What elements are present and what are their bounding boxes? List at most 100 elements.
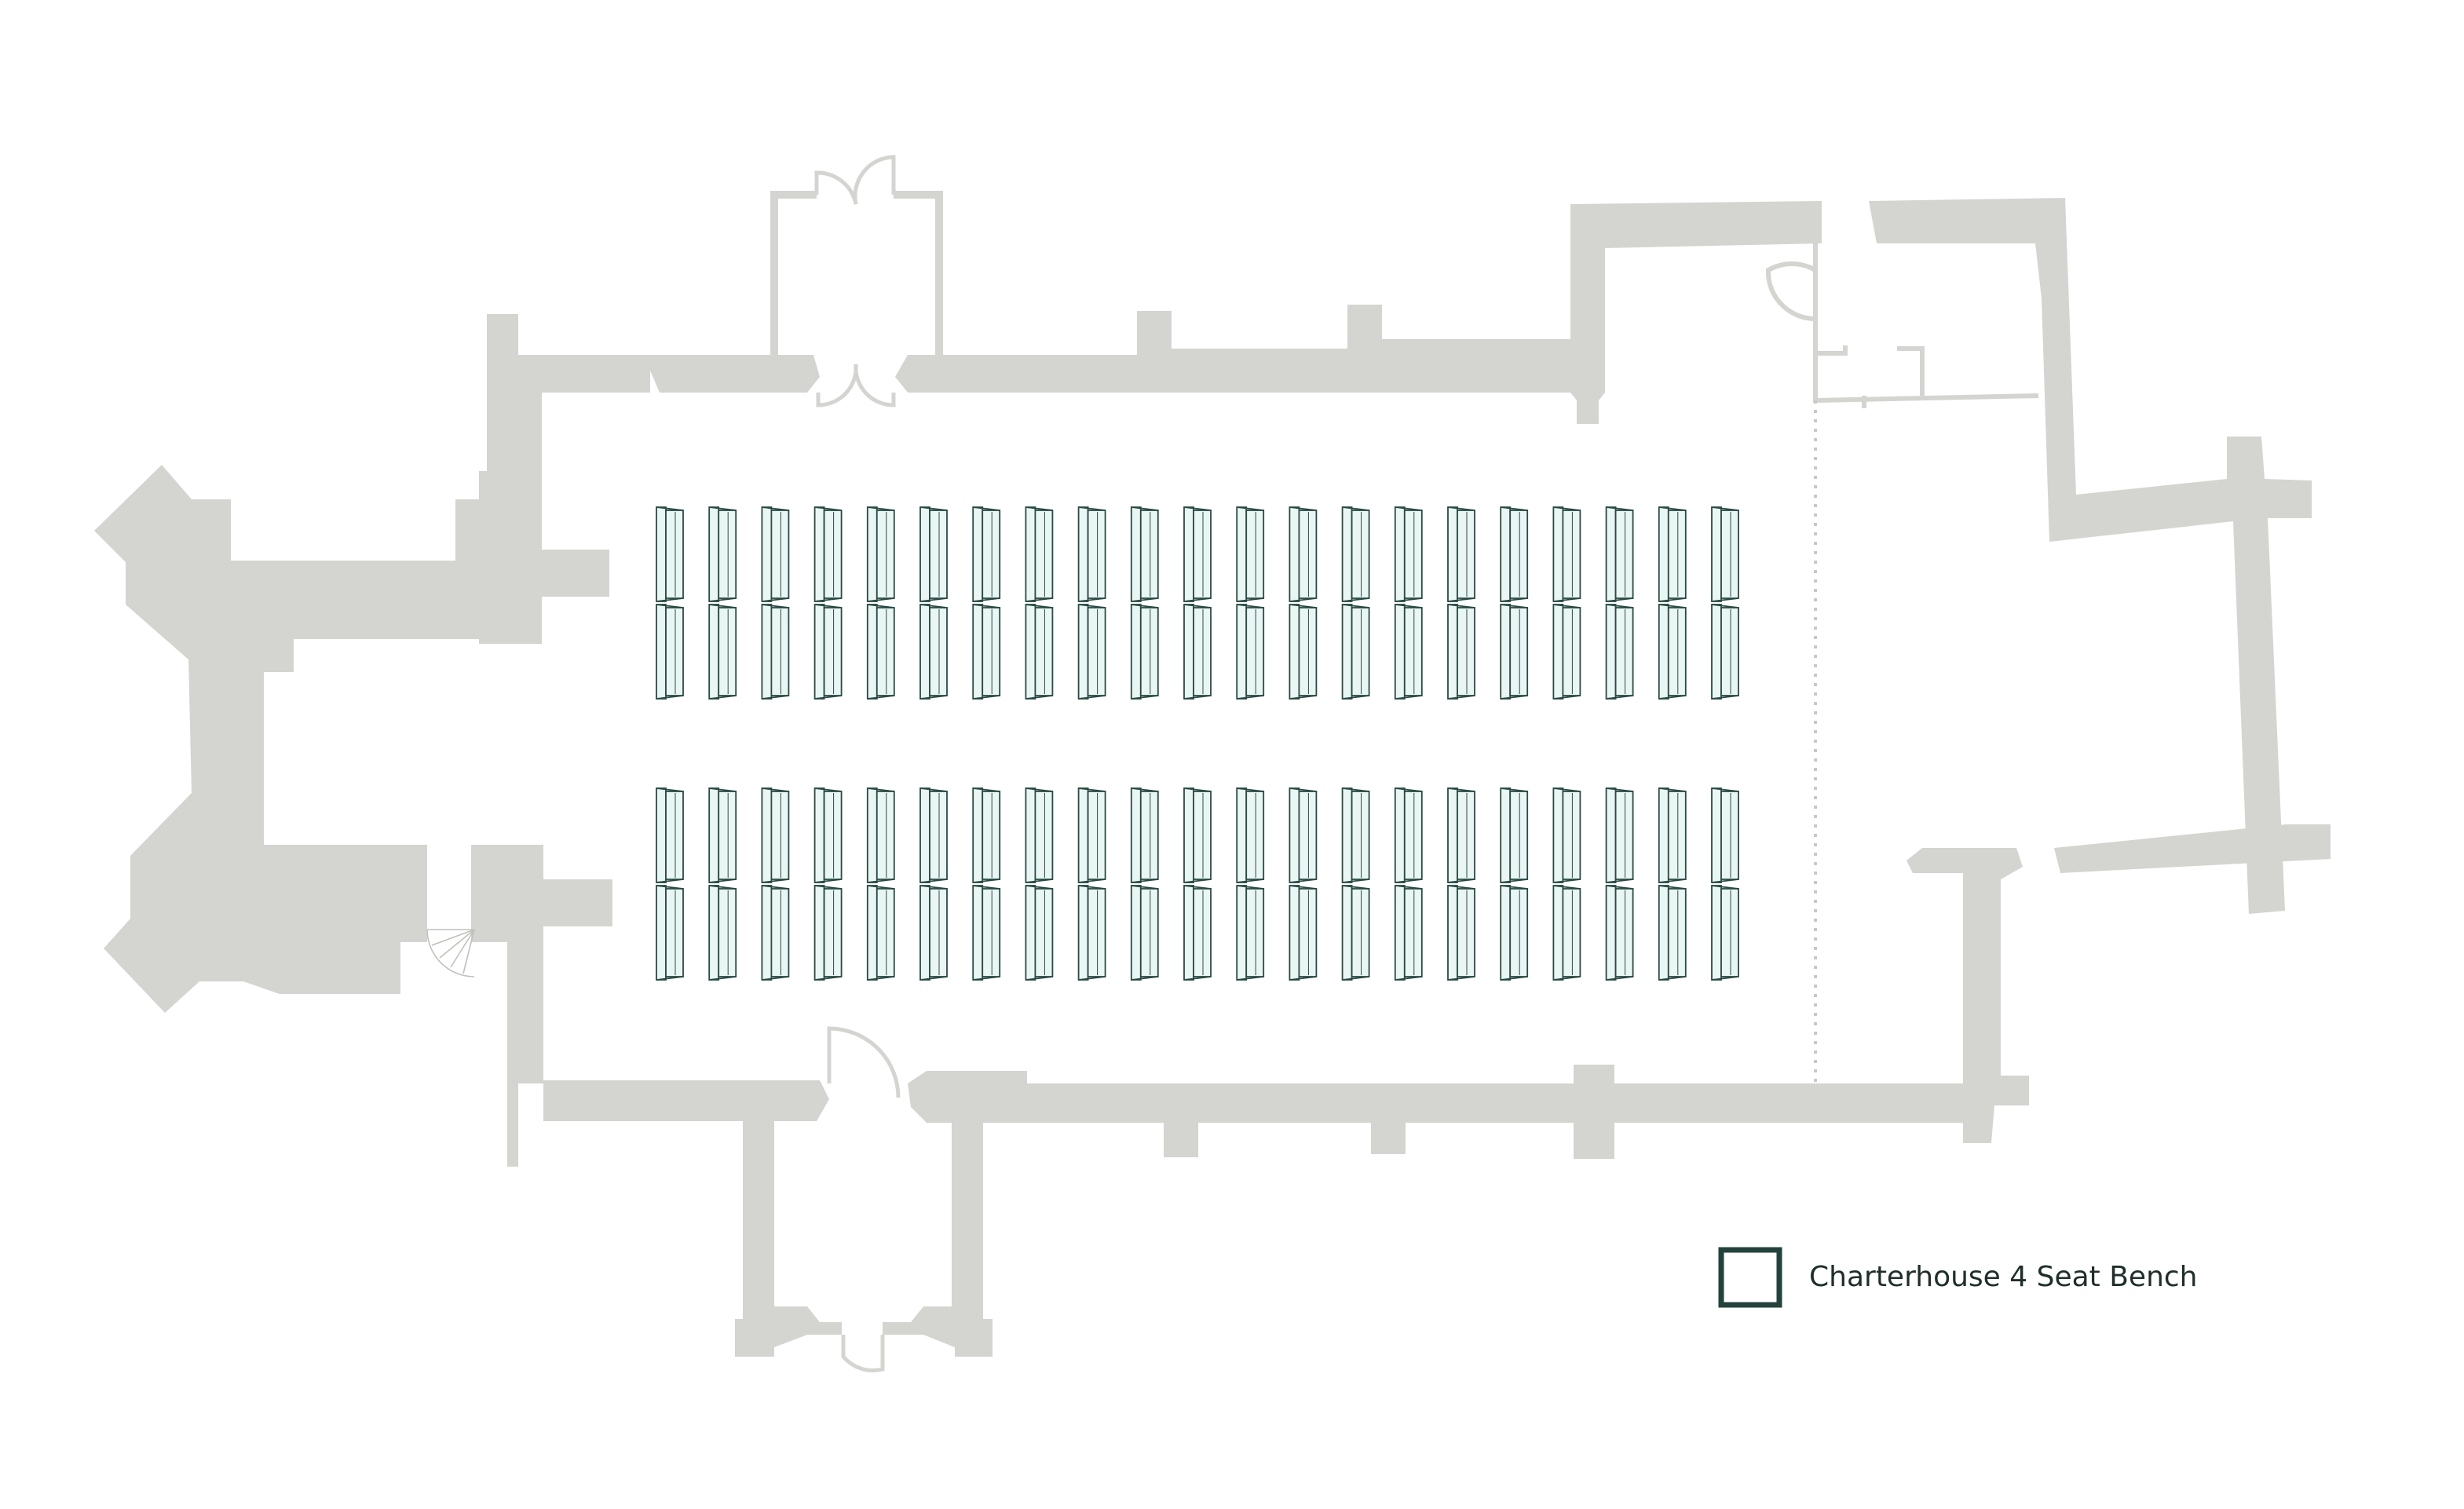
legend-label: Charterhouse 4 Seat Bench: [1809, 1261, 2198, 1293]
bench: [1605, 787, 1634, 883]
bench: [1447, 604, 1475, 700]
bench: [1711, 506, 1739, 602]
bench: [1711, 787, 1739, 883]
bench: [1394, 885, 1423, 981]
bench: [1025, 787, 1054, 883]
bench: [919, 787, 948, 883]
bench: [1605, 506, 1634, 602]
bench: [1500, 506, 1529, 602]
bench: [1605, 885, 1634, 981]
west-tower: [94, 465, 487, 1013]
chancel-north-wall: [1570, 201, 1822, 424]
bench: [972, 787, 1001, 883]
bench: [813, 506, 843, 602]
bench: [972, 604, 1001, 700]
bench: [1183, 506, 1212, 602]
bench: [1552, 787, 1581, 883]
bench: [1236, 604, 1265, 700]
bench: [866, 506, 895, 602]
bench: [972, 885, 1001, 981]
bench: [1183, 787, 1212, 883]
bench: [1711, 604, 1739, 700]
bench: [1658, 787, 1687, 883]
south-wall-east: [908, 848, 2029, 1159]
bench: [656, 885, 684, 981]
bench: [1341, 506, 1370, 602]
bench: [708, 506, 737, 602]
bench: [761, 787, 790, 883]
bench: [1552, 506, 1581, 602]
bench: [1394, 506, 1423, 602]
south-wall-west: [543, 1080, 829, 1121]
bench: [1341, 604, 1370, 700]
bench: [813, 787, 843, 883]
bench: [866, 885, 895, 981]
bench: [1341, 885, 1370, 981]
bench: [1447, 885, 1475, 981]
legend: Charterhouse 4 Seat Bench: [1718, 1247, 2198, 1308]
bench: [1236, 787, 1265, 883]
bench-grid: [656, 506, 1739, 981]
bench: [1289, 604, 1318, 700]
bench: [1183, 885, 1212, 981]
bench: [1711, 885, 1739, 981]
bench: [1077, 787, 1106, 883]
bench: [1394, 604, 1423, 700]
bench: [1025, 604, 1054, 700]
bench: [1183, 604, 1212, 700]
west-wall-south: [471, 845, 612, 1167]
south-porch-doors: [827, 1026, 901, 1372]
bench: [1236, 506, 1265, 602]
bench: [866, 787, 895, 883]
east-wall-south: [2054, 824, 2331, 873]
north-wall-east: [895, 305, 1570, 393]
bench: [1500, 885, 1529, 981]
bench: [1130, 604, 1159, 700]
bench: [1447, 787, 1475, 883]
bench: [1289, 787, 1318, 883]
spiral-stair: [426, 929, 475, 977]
bench: [708, 787, 737, 883]
bench: [972, 506, 1001, 602]
bench: [708, 885, 737, 981]
north-porch: [770, 191, 943, 355]
bench: [1658, 604, 1687, 700]
bench: [1658, 506, 1687, 602]
bench: [866, 604, 895, 700]
bench: [708, 604, 737, 700]
bench: [1500, 604, 1529, 700]
bench: [656, 506, 684, 602]
north-porch-doors: [814, 155, 896, 407]
bench: [1289, 885, 1318, 981]
north-wall-west: [518, 355, 820, 393]
bench: [1236, 885, 1265, 981]
bench: [761, 604, 790, 700]
bench: [1394, 787, 1423, 883]
south-porch-west-wall: [735, 1121, 842, 1357]
bench: [761, 885, 790, 981]
south-porch-east-wall: [883, 1121, 993, 1357]
bench: [1552, 885, 1581, 981]
bench: [656, 787, 684, 883]
bench: [1025, 506, 1054, 602]
bench: [1658, 885, 1687, 981]
bench: [1025, 885, 1054, 981]
bench: [761, 506, 790, 602]
bench: [1077, 885, 1106, 981]
vestry-partitions: [1766, 243, 2039, 408]
bench: [1500, 787, 1529, 883]
vestry-north-wall: [1869, 198, 2312, 914]
bench: [813, 885, 843, 981]
bench: [919, 506, 948, 602]
bench: [1130, 885, 1159, 981]
bench: [1552, 604, 1581, 700]
bench: [656, 604, 684, 700]
walls: [94, 155, 2331, 1372]
bench: [919, 885, 948, 981]
square-outline-icon: [1718, 1247, 1782, 1308]
bench: [1130, 787, 1159, 883]
bench: [1077, 604, 1106, 700]
bench: [1289, 506, 1318, 602]
bench: [1447, 506, 1475, 602]
